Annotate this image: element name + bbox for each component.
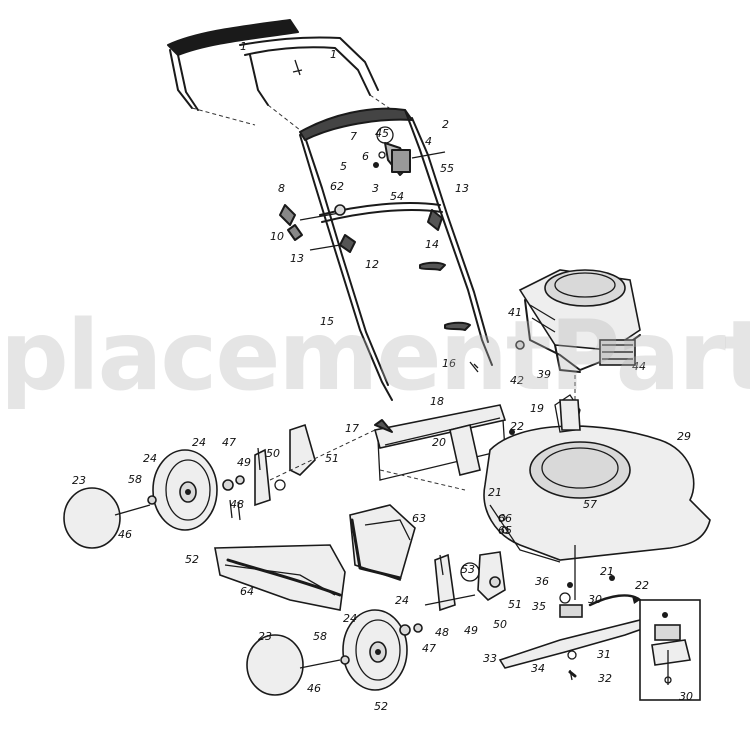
- part-label-63: 63: [412, 512, 426, 525]
- part-label-13a: 13: [455, 182, 469, 195]
- part-label-7a: 7: [350, 130, 357, 143]
- control-bracket: [373, 126, 446, 176]
- part-label-58a: 58: [128, 473, 142, 486]
- part-label-33: 33: [483, 652, 497, 665]
- part-label-62: 62: [330, 180, 344, 193]
- part-label-55: 55: [440, 162, 454, 175]
- part-label-30a: 30: [588, 593, 602, 606]
- part-label-41: 41: [508, 306, 522, 319]
- grass-deflector: [214, 544, 346, 611]
- part-label-44: 44: [632, 360, 646, 373]
- part-label-58b: 58: [313, 630, 327, 643]
- part-label-49a: 49: [237, 456, 251, 469]
- part-label-30b: 30: [679, 690, 693, 703]
- part-label-21b: 21: [600, 565, 614, 578]
- part-label-29: 29: [677, 430, 691, 443]
- blade-assembly: [498, 545, 647, 681]
- rear-baffle: [373, 404, 507, 491]
- part-label-32: 32: [598, 672, 612, 685]
- handle-knobs: [279, 204, 479, 373]
- discharge-chute: [349, 504, 416, 582]
- front-wheel-right: [246, 551, 506, 696]
- part-label-51a: 51: [325, 452, 339, 465]
- part-label-64: 64: [240, 585, 254, 598]
- part-label-10: 10: [270, 230, 284, 243]
- part-label-39: 39: [537, 368, 551, 381]
- part-label-4: 4: [425, 135, 432, 148]
- part-label-18: 18: [430, 395, 444, 408]
- part-label-6: 6: [362, 150, 369, 163]
- part-label-48b: 48: [435, 626, 449, 639]
- part-label-54: 54: [390, 190, 404, 203]
- part-label-46b: 46: [307, 682, 321, 695]
- part-label-47b: 47: [422, 642, 436, 655]
- part-label-52a: 52: [185, 553, 199, 566]
- part-label-24a: 24: [192, 436, 206, 449]
- part-label-3: 3: [372, 182, 379, 195]
- part-label-13b: 13: [290, 252, 304, 265]
- engine: [515, 269, 641, 430]
- part-label-24d: 24: [343, 612, 357, 625]
- part-label-15: 15: [320, 315, 334, 328]
- part-label-23a: 23: [72, 474, 86, 487]
- blade-adapter-inset: [639, 599, 701, 701]
- part-label-50b: 50: [493, 618, 507, 631]
- part-label-14: 14: [425, 238, 439, 251]
- part-label-5: 5: [340, 160, 347, 173]
- part-label-35: 35: [532, 600, 546, 613]
- rear-wheel-left: [63, 423, 376, 549]
- part-label-16: 16: [442, 357, 456, 370]
- part-label-45: 45: [375, 127, 389, 140]
- part-label-12: 12: [365, 258, 379, 271]
- mower-deck: [483, 394, 711, 563]
- part-label-21a: 21: [488, 486, 502, 499]
- part-label-65: 65: [498, 524, 512, 537]
- part-label-51b: 51: [508, 598, 522, 611]
- part-label-42: 42: [510, 374, 524, 387]
- part-label-1b: 1: [330, 48, 337, 61]
- part-label-57: 57: [583, 498, 597, 511]
- upper-handle: [167, 19, 396, 131]
- part-label-22b: 22: [635, 579, 649, 592]
- part-label-50a: 50: [266, 447, 280, 460]
- part-label-17: 17: [345, 422, 359, 435]
- part-label-24b: 24: [143, 452, 157, 465]
- part-label-48a: 48: [230, 498, 244, 511]
- part-label-22a: 22: [510, 420, 524, 433]
- middle-handle: [299, 107, 493, 401]
- part-label-53: 53: [461, 563, 475, 576]
- part-label-8: 8: [278, 182, 285, 195]
- part-label-34: 34: [531, 662, 545, 675]
- part-label-52b: 52: [374, 700, 388, 713]
- part-label-31: 31: [597, 648, 611, 661]
- part-label-47a: 47: [222, 436, 236, 449]
- part-label-24c: 24: [395, 594, 409, 607]
- part-label-20: 20: [432, 436, 446, 449]
- part-label-1a: 1: [240, 40, 247, 53]
- part-label-19: 19: [530, 402, 544, 415]
- part-label-46a: 46: [118, 528, 132, 541]
- part-label-66: 66: [498, 512, 512, 525]
- part-label-36: 36: [535, 575, 549, 588]
- part-label-49b: 49: [464, 624, 478, 637]
- part-label-23b: 23: [258, 630, 272, 643]
- part-label-2: 2: [442, 118, 449, 131]
